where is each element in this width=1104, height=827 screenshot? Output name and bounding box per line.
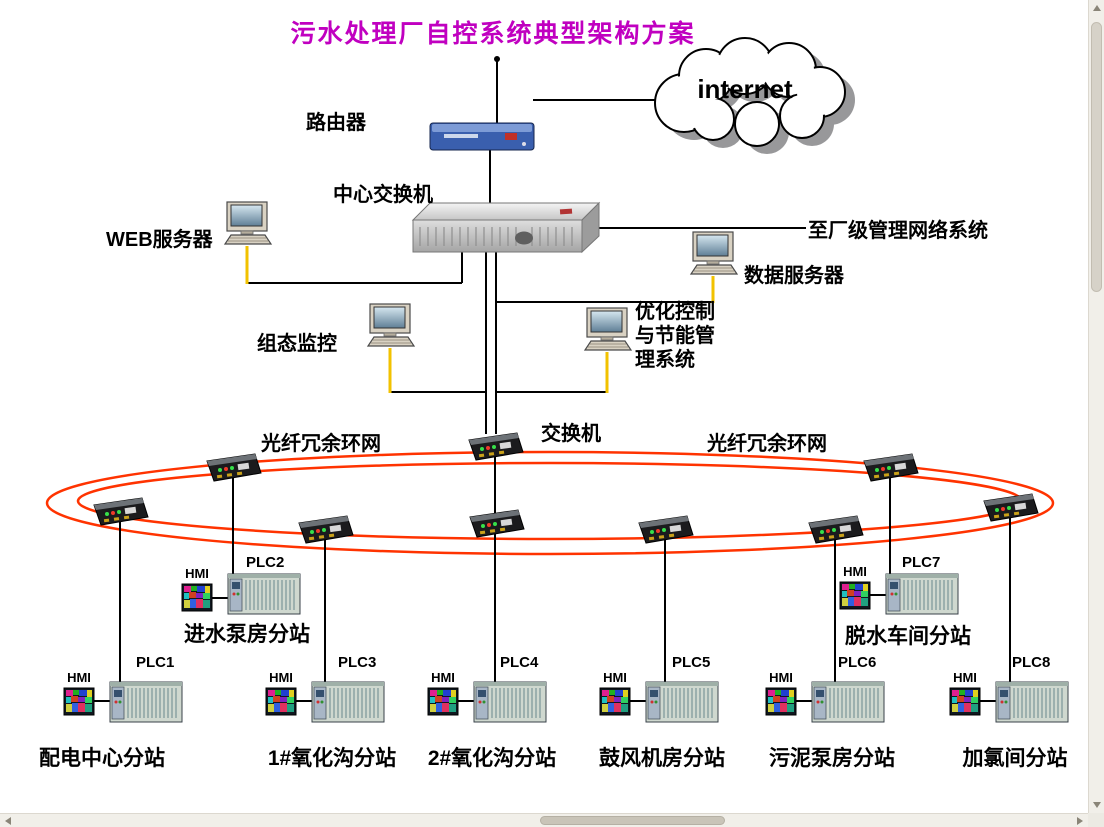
station-name-oxidation-2: 2#氧化沟分站 [427, 747, 557, 770]
central-switch-device [411, 201, 601, 254]
vertical-scroll-thumb[interactable] [1091, 22, 1102, 292]
station-name-oxidation-1: 1#氧化沟分站 [267, 747, 397, 770]
hmi-label-plc7: HMI [843, 564, 867, 579]
ring-switch-plc3 [298, 515, 354, 544]
plc3-device [311, 681, 385, 723]
optimization-computer [584, 307, 632, 351]
web-server-computer [224, 201, 272, 245]
page-title: 污水处理厂自控系统典型架构方案 [290, 20, 696, 48]
hmi-device-plc6 [765, 687, 797, 716]
hmi-label-plc8: HMI [953, 670, 977, 685]
network-links [94, 56, 1011, 702]
vertical-scrollbar[interactable] [1088, 0, 1104, 813]
router-device [429, 122, 535, 151]
plant-network-label: 至厂级管理网络系统 [808, 220, 988, 242]
plc5-device [645, 681, 719, 723]
core-ring-switch [468, 432, 524, 461]
scroll-down-icon[interactable] [1093, 802, 1101, 808]
optimization-label: 优化控制 与节能管 理系统 [635, 301, 715, 371]
fiber-ring-right-label: 光纤冗余环网 [707, 433, 827, 455]
hmi-device-plc1 [63, 687, 95, 716]
scroll-up-icon[interactable] [1093, 5, 1101, 11]
station-name-sludge-pump: 污泥泵房分站 [769, 747, 895, 770]
hmi-label-plc5: HMI [603, 670, 627, 685]
data-server-label: 数据服务器 [744, 265, 844, 287]
station-name-dewatering: 脱水车间分站 [845, 625, 971, 648]
station-name-chlorination: 加氯间分站 [962, 747, 1068, 770]
hmi-label-plc6: HMI [769, 670, 793, 685]
ring-switch-label: 交换机 [541, 423, 601, 445]
ring-switch-plc4 [469, 509, 525, 538]
central-switch-label: 中心交换机 [333, 184, 433, 206]
plc2-label: PLC2 [246, 554, 285, 571]
horizontal-scroll-thumb[interactable] [540, 816, 725, 825]
hmi-device-plc8 [949, 687, 981, 716]
station-name-power-dist: 配电中心分站 [39, 747, 165, 770]
station-name-inlet-pump: 进水泵房分站 [184, 623, 310, 646]
ring-switch-plc5 [638, 515, 694, 544]
internet-cloud [654, 37, 855, 154]
plc8-device [995, 681, 1069, 723]
internet-label: internet [697, 74, 793, 104]
plc5-label: PLC5 [672, 654, 711, 671]
ring-switch-plc6 [808, 515, 864, 544]
fiber-ring-left-label: 光纤冗余环网 [261, 433, 381, 455]
hmi-device-plc4 [427, 687, 459, 716]
plc4-label: PLC4 [500, 654, 539, 671]
scroll-right-icon[interactable] [1077, 817, 1083, 825]
plc1-label: PLC1 [136, 654, 175, 671]
data-server-computer [690, 231, 738, 275]
hmi-device-plc3 [265, 687, 297, 716]
plc8-label: PLC8 [1012, 654, 1051, 671]
web-server-label: WEB服务器 [106, 229, 213, 251]
plc1-device [109, 681, 183, 723]
plc6-device [811, 681, 885, 723]
plc6-label: PLC6 [838, 654, 877, 671]
ring-switch-plc8 [983, 493, 1039, 522]
station-name-blower-room: 鼓风机房分站 [599, 747, 725, 770]
yellow-cables [245, 246, 715, 393]
ring-switch-plc2 [206, 453, 262, 482]
scroll-left-icon[interactable] [5, 817, 11, 825]
scada-monitor-computer [367, 303, 415, 347]
plc3-label: PLC3 [338, 654, 377, 671]
hmi-label-plc4: HMI [431, 670, 455, 685]
hmi-device-plc2 [181, 583, 213, 612]
hmi-label-plc3: HMI [269, 670, 293, 685]
plc7-device [885, 573, 959, 615]
hmi-label-plc1: HMI [67, 670, 91, 685]
plc2-device [227, 573, 301, 615]
horizontal-scrollbar[interactable] [0, 813, 1088, 827]
scrollbar-corner [1088, 813, 1104, 827]
hmi-device-plc7 [839, 581, 871, 610]
router-label: 路由器 [306, 112, 366, 134]
plc7-label: PLC7 [902, 554, 941, 571]
hmi-device-plc5 [599, 687, 631, 716]
hmi-label-plc2: HMI [185, 566, 209, 581]
plc4-device [473, 681, 547, 723]
scada-monitor-label: 组态监控 [257, 333, 337, 355]
